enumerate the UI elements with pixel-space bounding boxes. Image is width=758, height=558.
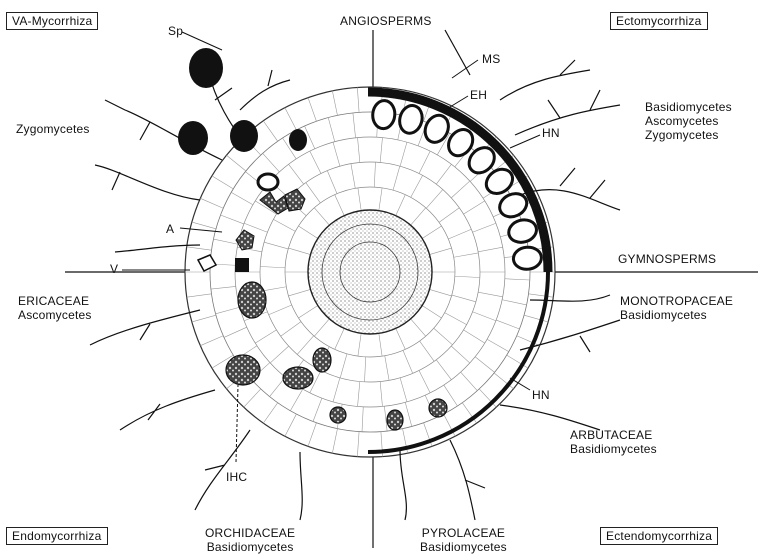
axis-label-angiosperms: ANGIOSPERMS: [340, 14, 432, 28]
hartig-net-cell: [372, 100, 396, 130]
group-line: Ascomycetes: [645, 114, 732, 128]
label-hn-bottom: HN: [532, 388, 550, 402]
group-line: ARBUTACEAE: [570, 428, 657, 442]
group-line: Basidiomycetes: [645, 100, 732, 114]
corner-box-va-mycorrhiza: VA-Mycorrhiza: [6, 12, 98, 30]
label-v: V: [110, 262, 118, 276]
group-line: Basidiomycetes: [205, 540, 295, 554]
label-orchidaceae: ORCHIDACEAE Basidiomycetes: [205, 526, 295, 554]
label-zygomycetes: Zygomycetes: [16, 122, 90, 136]
label-group-ecto-fungi: Basidiomycetes Ascomycetes Zygomycetes: [645, 100, 732, 142]
label-monotropaceae: MONOTROPACEAE Basidiomycetes: [620, 294, 733, 322]
corner-box-ectomycorrhiza: Ectomycorrhiza: [610, 12, 708, 30]
label-eh: EH: [470, 88, 487, 102]
label-hn-top: HN: [542, 126, 560, 140]
label-ihc: IHC: [226, 470, 247, 484]
label-sp: Sp: [168, 24, 183, 38]
axis-label-gymnosperms: GYMNOSPERMS: [618, 252, 716, 266]
group-line: Basidiomycetes: [420, 540, 507, 554]
group-line: PYROLACEAE: [420, 526, 507, 540]
stele: [308, 210, 432, 334]
label-ericaceae: ERICACEAE Ascomycetes: [18, 294, 92, 322]
group-line: MONOTROPACEAE: [620, 294, 733, 308]
label-pyrolaceae: PYROLACEAE Basidiomycetes: [420, 526, 507, 554]
label-ms: MS: [482, 52, 500, 66]
label-arbutaceae: ARBUTACEAE Basidiomycetes: [570, 428, 657, 456]
group-line: Basidiomycetes: [620, 308, 733, 322]
corner-box-endomycorrhiza: Endomycorrhiza: [6, 527, 108, 545]
group-line: Basidiomycetes: [570, 442, 657, 456]
label-a: A: [166, 222, 174, 236]
corner-box-ectendomycorrhiza: Ectendomycorrhiza: [600, 527, 718, 545]
group-line: Zygomycetes: [645, 128, 732, 142]
group-line: ERICACEAE: [18, 294, 92, 308]
group-line: Ascomycetes: [18, 308, 92, 322]
group-line: ORCHIDACEAE: [205, 526, 295, 540]
hartig-net-cell: [512, 246, 542, 270]
